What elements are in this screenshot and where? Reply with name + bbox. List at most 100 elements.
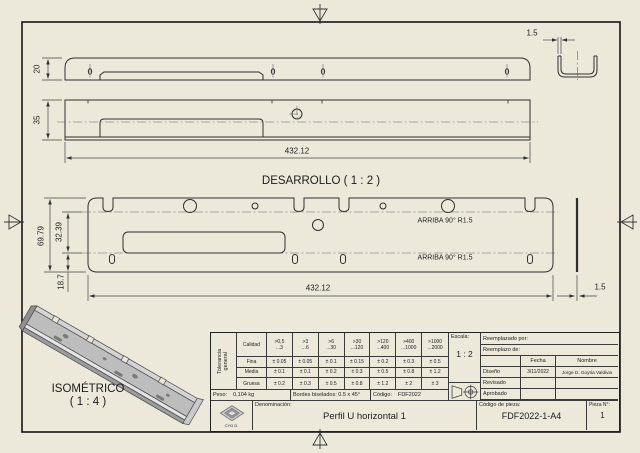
logo-icon: [219, 404, 244, 421]
tolerance-value: ± 0.5: [319, 378, 345, 389]
replaced-by-row: Reemplazado por:: [481, 333, 618, 345]
title-block: Tolerancia general Calidad >0,5...3 >3..…: [210, 332, 620, 432]
tolerance-value: ± 0.05: [292, 357, 319, 368]
tolerance-value: ± 0.3: [293, 378, 319, 389]
sheet-frame: [21, 21, 621, 433]
range-hi: >6: [328, 338, 334, 345]
reviewed-name: [556, 378, 618, 389]
tolerance-value: ± 0.3: [396, 357, 423, 368]
tolerance-vertical-label: Tolerancia general: [217, 348, 230, 374]
approval-table: Fecha Nombre Diseño 3/11/2022 Jorge D. G…: [481, 356, 618, 400]
isometric-view: [18, 305, 204, 426]
tolerance-range: >0,5...3: [267, 333, 293, 357]
code-cell: Código: FDF2022: [371, 390, 448, 400]
range-lo: ...120: [350, 344, 364, 351]
tolerance-value: ± 0.2: [267, 378, 293, 389]
weight-cell: Peso: 0,104 kg: [211, 390, 291, 400]
tolerance-row-label: Fina: [237, 357, 267, 368]
tolerance-value: ± 0.05: [267, 357, 293, 368]
tolerance-value: ± 0.8: [396, 367, 423, 379]
denomination-value: Perfil U horizontal 1: [323, 411, 406, 422]
code-label: Código:: [373, 392, 392, 398]
tolerance-value: ± 0.15: [344, 357, 371, 368]
approved-label: Aprobado: [481, 389, 521, 400]
tolerance-value: ± 3: [431, 380, 439, 387]
range-hi: >30: [352, 338, 362, 345]
code-value: FDF2022: [397, 392, 421, 398]
tolerance-quality-label: Calidad: [237, 333, 267, 357]
design-date: 3/11/2022: [521, 367, 556, 378]
range-lo: ...1000: [401, 344, 417, 351]
tolerance-value: ± 0.8: [345, 378, 371, 389]
tolerance-range: >1000...2000: [422, 333, 448, 357]
weight-value: 0,104 kg: [233, 392, 255, 398]
range-lo: ...3: [275, 344, 283, 351]
scale-cell: Escala: 1 : 2: [448, 333, 481, 401]
reviewed-date: [521, 378, 556, 389]
piece-number-label: Pieza N°:: [589, 402, 610, 408]
design-label: Diseño: [481, 367, 521, 378]
range-hi: >1000: [428, 338, 443, 345]
name-header: Nombre: [556, 356, 618, 367]
revision-block: Reemplazado por: Reemplazo de: Fecha Nom…: [481, 333, 618, 401]
profile-detail-view: [543, 37, 598, 80]
first-angle-projection-icon: [451, 384, 479, 399]
approved-name: [556, 389, 618, 400]
piece-number-cell: Pieza N°: 1: [587, 401, 618, 430]
part-code-cell: Código de pieza: FDF2022-1-A4: [477, 401, 587, 430]
logo-text: CYG D.: [224, 422, 239, 428]
approval-empty-header: [481, 356, 521, 367]
tolerance-range: >3...6: [292, 333, 319, 357]
tolerance-value: ± 0.3: [344, 367, 371, 379]
replacement-of-row: Reemplazo de:: [481, 345, 618, 356]
centering-marks: [4, 4, 637, 449]
tolerance-value: ± 0.2: [318, 367, 345, 379]
part-code-label: Código de pieza:: [479, 402, 521, 408]
design-name: Jorge D. Goytía Valdivia: [556, 367, 618, 378]
denomination-cell: Denominación: Perfil U horizontal 1: [253, 401, 477, 430]
tolerance-value: ± 0.2: [370, 357, 397, 368]
tolerance-value: ± 0.5: [422, 357, 448, 368]
tolerance-range: >30...120: [344, 333, 371, 357]
weight-label: Peso:: [213, 392, 228, 398]
tolerance-value: ± 2: [396, 378, 423, 389]
range-lo: ...2000: [427, 344, 443, 351]
tolerance-range: >400...1000: [396, 333, 423, 357]
denomination-label: Denominación:: [255, 402, 292, 408]
weight-row: Peso: 0,104 kg Bordes biselados: 0.5 x 4…: [211, 389, 448, 401]
range-hi: >400: [403, 338, 415, 345]
date-header: Fecha: [521, 356, 556, 367]
tolerance-value: ± 1.2: [370, 378, 397, 389]
tolerance-value: ± 0.1: [292, 367, 319, 379]
range-hi: >120: [377, 338, 389, 345]
tolerance-value: ± 1.2: [422, 368, 448, 379]
tolerance-value: ± 0.5: [370, 367, 397, 379]
tolerance-range: >120...400: [370, 333, 397, 357]
approved-date: [521, 389, 556, 400]
range-lo: ...6: [301, 344, 309, 351]
projection-symbol-cell: [449, 382, 480, 400]
front-view: [42, 99, 538, 163]
tolerance-range: >6...30: [318, 333, 345, 357]
scale-label: Escala:: [451, 334, 470, 340]
tolerance-value: ± 0.1: [318, 357, 345, 368]
bevel-cell: Bordes biselados: 0.5 x 45°: [291, 390, 371, 400]
tolerance-vertical-label-cell: Tolerancia general: [211, 333, 237, 389]
reviewed-label: Revisado: [481, 378, 521, 389]
piece-number-value: 1: [600, 411, 605, 420]
range-lo: ...30: [326, 344, 336, 351]
flat-pattern-view: [44, 197, 597, 301]
company-logo: CYG D.: [211, 401, 253, 430]
tolerance-value: ± 0.1: [267, 367, 293, 379]
tolerance-row-label: Gruesa: [237, 378, 267, 389]
scale-value: 1 : 2: [456, 349, 473, 359]
tolerance-row-label: Media: [237, 367, 267, 379]
part-code-value: FDF2022-1-A4: [501, 411, 562, 421]
title-row: CYG D. Denominación: Perfil U horizontal…: [211, 401, 618, 430]
range-hi: >3: [302, 338, 309, 345]
top-view: [42, 57, 531, 81]
range-hi: >0,5: [274, 338, 285, 345]
tolerance-table: Calidad >0,5...3 >3...6 >6...30 >30...12…: [237, 333, 448, 389]
